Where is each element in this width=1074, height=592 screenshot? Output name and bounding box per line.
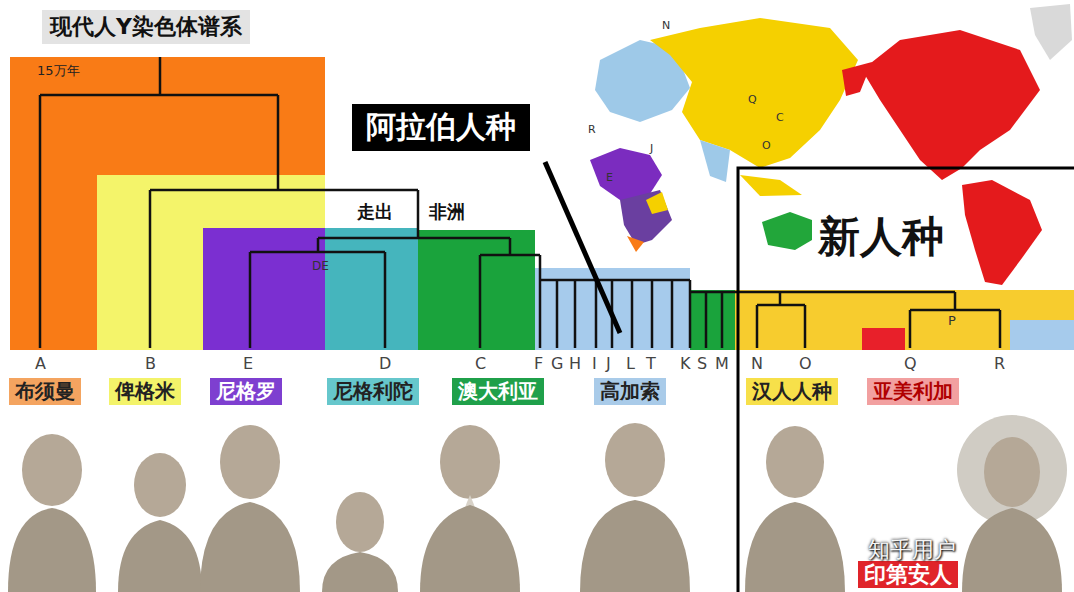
map-letter: C [776,112,784,124]
haplogroup-letter: I [592,355,597,373]
migration-note: 走出 [354,202,396,222]
node-text: 汉人人种 [752,380,832,403]
node-text: 阿拉伯人种 [366,110,516,145]
node-text: 亚美利加 [873,380,953,403]
node-text: 俾格米 [115,380,175,403]
node-text: 澳大利亚 [458,380,538,403]
title-box: 现代人Y染色体谱系 [42,10,250,44]
clade-label: P [948,314,956,328]
haplogroup-letter: N [751,355,763,373]
haplogroup-letter: M [715,355,729,373]
node-text: 尼格利陀 [333,380,413,403]
leader-line [545,162,620,333]
clade-label: DE [312,260,329,273]
map-letter: O [762,140,771,152]
haplogroup-letter: T [646,355,656,373]
node-text: 布须曼 [15,380,75,403]
map-letter: N [662,20,670,32]
haplogroup-letter: F [534,355,543,373]
name-tag: 布须曼 [9,378,81,405]
name-tag: 汉人人种 [746,378,838,405]
callout-box: 阿拉伯人种 [352,104,530,151]
haplogroup-letter: B [145,355,156,373]
map-letter: R [588,124,596,136]
haplogroup-letter: R [994,355,1005,373]
watermark: 知乎用户 [868,538,956,562]
name-tag: 亚美利加 [867,378,959,405]
region-frame [738,168,1074,592]
haplogroup-letter: J [606,355,611,373]
haplogroup-letter: A [35,355,46,373]
haplogroup-letter: K [680,355,691,373]
haplogroup-letter: C [475,355,486,373]
haplogroup-letter: G [551,355,563,373]
haplogroup-letter: H [569,355,581,373]
name-tag: 澳大利亚 [452,378,544,405]
caption-strip: 印第安人 [858,561,958,588]
map-letter: Q [748,94,757,106]
age-note: 15万年 [37,64,80,78]
name-tag: 高加索 [594,378,666,405]
map-letter: E [606,172,613,184]
node-text: 尼格罗 [216,380,276,403]
map-letter: J [650,143,653,155]
haplogroup-letter: D [379,355,391,373]
region-title: 新人种 [818,214,944,260]
haplogroup-letter: E [243,355,253,373]
name-tag: 尼格罗 [210,378,282,405]
name-tag: 俾格米 [109,378,181,405]
name-tag: 尼格利陀 [327,378,419,405]
haplogroup-letter: S [697,355,707,373]
tree-lines [40,57,1000,348]
node-text: 高加索 [600,380,660,403]
figures [8,415,1067,592]
migration-note: 非洲 [426,202,468,222]
node-text: 印第安人 [864,562,952,587]
haplogroup-letter: O [799,355,812,373]
haplogroup-letter: L [626,355,635,373]
haplogroup-letter: Q [904,355,917,373]
world-map [590,4,1072,285]
